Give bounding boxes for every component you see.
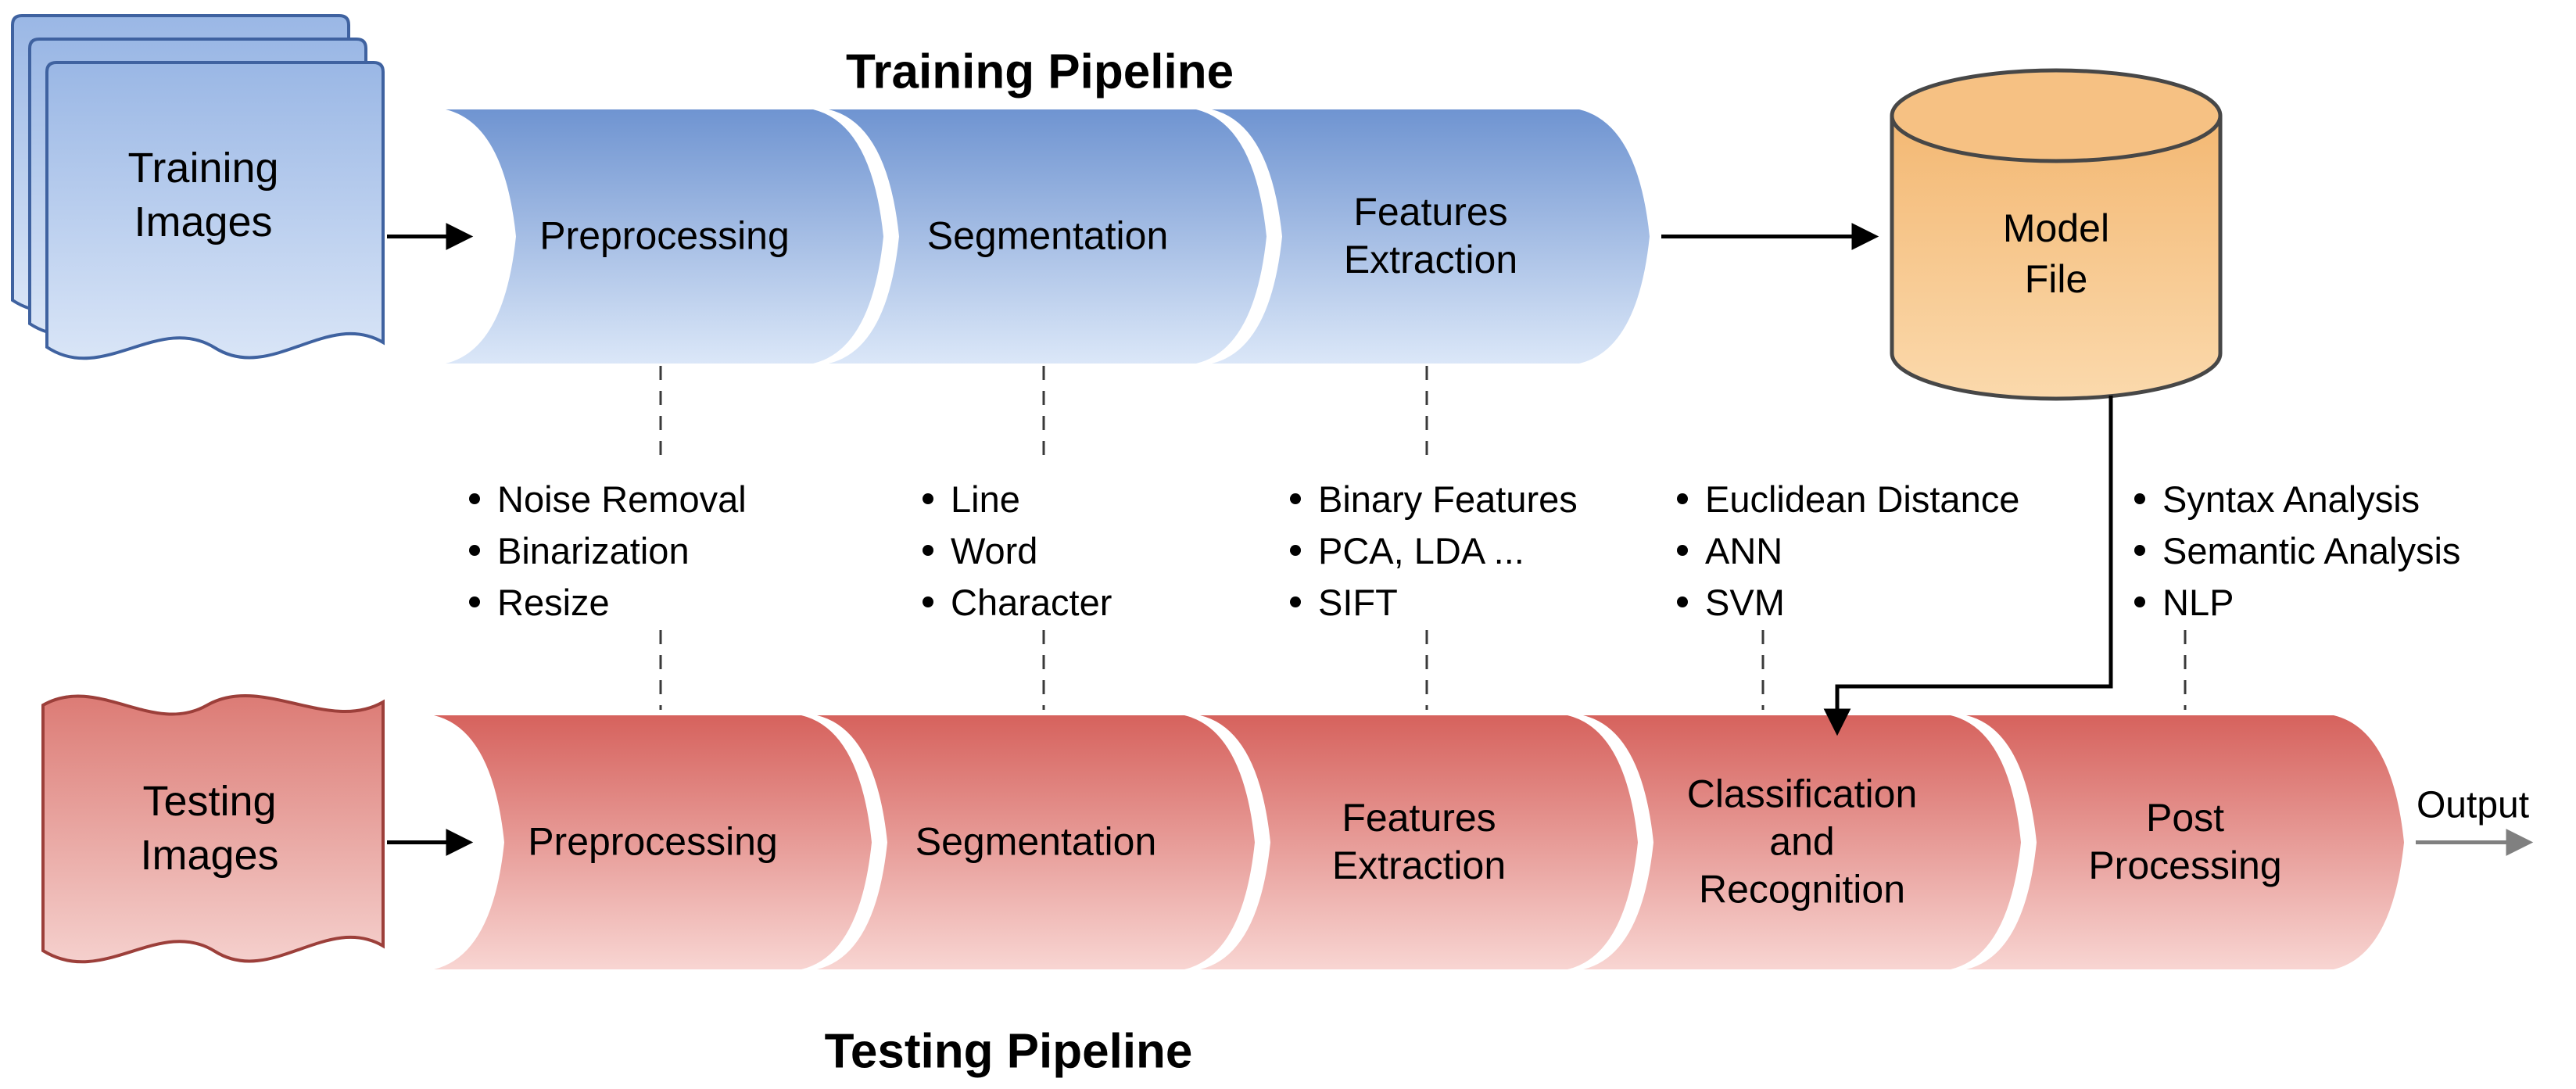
bullet-icon [2134,493,2145,504]
testing-stage-label-classification: Classification and Recognition [1686,772,1918,912]
training-images-label: Training Images [127,144,279,245]
list-item: SIFT [1290,576,1578,628]
testing-stage-label-features-extraction: Features Extraction [1331,796,1507,887]
bullet-icon [1677,545,1688,556]
detail-item-text: ANN [1705,529,1783,571]
testing-images-label: Testing Images [140,777,279,879]
model-file-shape [1890,68,2223,401]
bullet-icon [923,545,933,556]
bullet-icon [2134,596,2145,607]
detail-item-text: SIFT [1318,581,1398,623]
list-item: Character [923,576,1112,628]
detail-item-text: Euclidean Distance [1705,478,2020,520]
bullet-icon [2134,545,2145,556]
bullet-icon [923,493,933,504]
detail-list-features: Binary Features PCA, LDA ... SIFT [1290,473,1578,628]
testing-images-icon [41,694,385,964]
bullet-icon [1290,545,1301,556]
bullet-icon [1677,596,1688,607]
detail-item-text: Word [951,529,1038,571]
detail-item-text: Semantic Analysis [2162,529,2461,571]
detail-item-text: Noise Removal [497,478,747,520]
list-item: Noise Removal [469,473,747,525]
list-item: Word [923,525,1112,576]
detail-item-text: Resize [497,581,610,623]
list-item: NLP [2134,576,2460,628]
detail-item-text: PCA, LDA ... [1318,529,1524,571]
training-stage-shape-features-extraction [1212,109,1650,364]
list-item: Syntax Analysis [2134,473,2460,525]
bullet-icon [1290,596,1301,607]
detail-item-text: Line [951,478,1020,520]
testing-stage-shape-classification [1583,715,2021,969]
bullet-icon [469,596,480,607]
bullet-icon [469,493,480,504]
model-file-label: Model File [2002,206,2110,301]
testing-stage-shape-segmentation [817,715,1255,969]
list-item: Binary Features [1290,473,1578,525]
training-images-icon [11,14,385,360]
training-stage-label-features-extraction: Features Extraction [1343,190,1518,281]
detail-item-text: Binary Features [1318,478,1578,520]
list-item: PCA, LDA ... [1290,525,1578,576]
detail-item-text: SVM [1705,581,1785,623]
testing-stage-label-preprocessing: Preprocessing [528,819,778,864]
training-stage-shape-preprocessing [446,109,883,364]
testing-stage-label-segmentation: Segmentation [915,819,1157,864]
list-item: Resize [469,576,747,628]
detail-list-preprocessing: Noise Removal Binarization Resize [469,473,747,628]
list-item: SVM [1677,576,2019,628]
list-item: Semantic Analysis [2134,525,2460,576]
testing-stage-label-post-processing: Post Processing [2088,796,2282,887]
model-cylinder-top [1890,68,2223,163]
training-pipeline-title: Training Pipeline [845,45,1234,99]
bullet-icon [1290,493,1301,504]
testing-stage-shape-features-extraction [1200,715,1638,969]
detail-item-text: Character [951,581,1112,623]
detail-list-segmentation: Line Word Character [923,473,1112,628]
bullet-icon [1677,493,1688,504]
detail-item-text: Binarization [497,529,690,571]
testing-pipeline-title: Testing Pipeline [824,1024,1193,1079]
testing-stage-shape-preprocessing [434,715,872,969]
list-item: Binarization [469,525,747,576]
detail-list-classification: Euclidean Distance ANN SVM [1677,473,2019,628]
bullet-icon [923,596,933,607]
model-cylinder-body [1890,116,2223,401]
arrow-model-to-classification [1823,396,2113,736]
detail-item-text: Syntax Analysis [2162,478,2420,520]
detail-list-post-processing: Syntax Analysis Semantic Analysis NLP [2134,473,2460,628]
list-item: Euclidean Distance [1677,473,2019,525]
list-item: Line [923,473,1112,525]
training-stage-shape-segmentation [829,109,1267,364]
bullet-icon [469,545,480,556]
training-doc-front [45,61,385,360]
training-stage-label-preprocessing: Preprocessing [539,213,790,258]
training-stage-label-segmentation: Segmentation [926,213,1169,258]
output-label: Output [2416,784,2530,826]
detail-item-text: NLP [2162,581,2234,623]
list-item: ANN [1677,525,2019,576]
testing-stage-shape-post-processing [1966,715,2404,969]
